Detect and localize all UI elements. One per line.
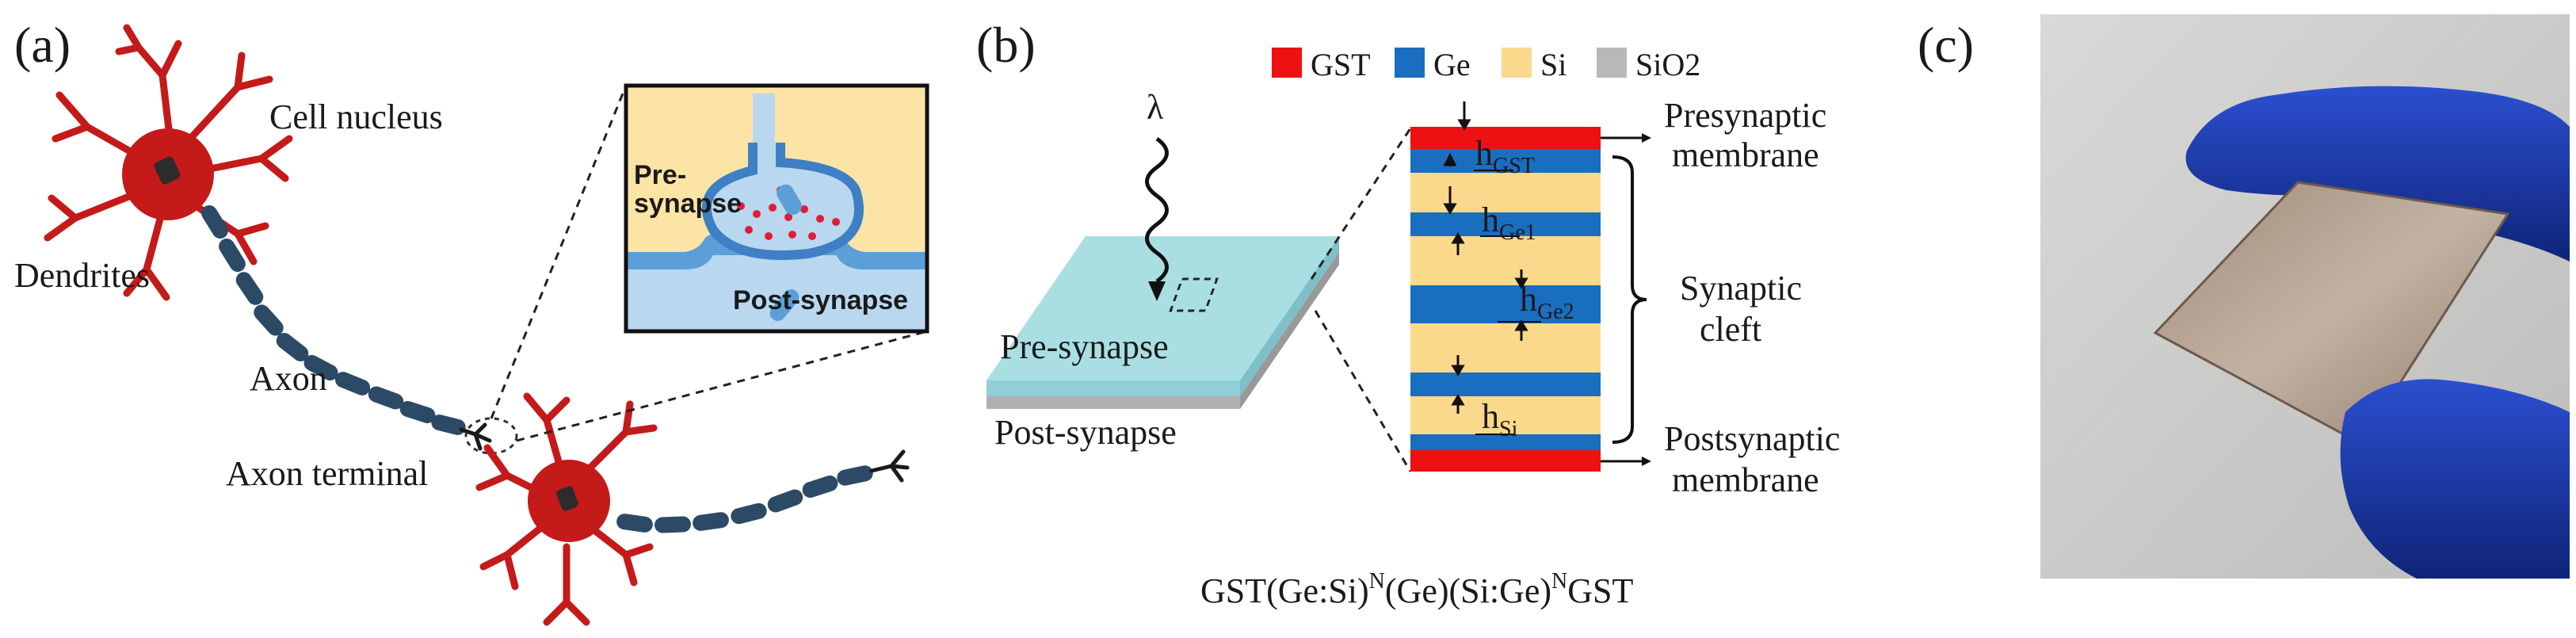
synapse-inset: Pre- synapse Post-synapse: [490, 83, 929, 442]
legend-label-si: Si: [1540, 47, 1567, 82]
panel-c: (c): [1918, 14, 2570, 579]
lower-glove: [2340, 379, 2570, 579]
slab-top: [987, 236, 1339, 380]
layer-ge-top: [1410, 149, 1601, 173]
zoom-region-marker: [1169, 277, 1219, 312]
axon-chain-lower: [616, 465, 873, 533]
legend-swatch-gst: [1272, 48, 1302, 78]
layer-gst-bottom: [1410, 450, 1601, 472]
legend-swatch-si: [1502, 48, 1532, 78]
presynaptic-label-1: Presynaptic: [1664, 96, 1826, 135]
inset-pre-label: Pre-: [634, 160, 686, 190]
synaptic-label-2: cleft: [1700, 310, 1761, 349]
panel-b: (b) GST Ge Si SiO2 λ Pre-synapse Post-sy…: [976, 17, 1840, 610]
axon-terminal-shape: [459, 422, 492, 451]
presynaptic-label-2: membrane: [1672, 136, 1819, 174]
light-arrowhead: [1148, 281, 1166, 301]
structure-formula: GST(Ge:Si)N(Ge)(Si:Ge)NGST: [1200, 569, 1634, 610]
h-si-label: hSi: [1482, 397, 1518, 441]
synapse-zoom-ring: [464, 417, 518, 455]
cell-nucleus-marker: [154, 156, 181, 185]
postsynaptic-label-1: Postsynaptic: [1664, 419, 1840, 458]
panel-b-letter: (b): [976, 17, 1036, 73]
synaptic-label-1: Synaptic: [1680, 269, 1802, 308]
cell-nucleus-label: Cell nucleus: [269, 97, 443, 136]
sample-wafer: [2153, 181, 2510, 445]
panel-c-letter: (c): [1918, 17, 1974, 73]
inset-frame: [624, 83, 929, 334]
legend-label-gst: GST: [1311, 47, 1371, 82]
legend-swatch-sio2: [1597, 48, 1627, 78]
axon-label: Axon: [250, 359, 327, 398]
upper-neuron-dendrites: [44, 24, 293, 301]
light-wave: [1145, 136, 1169, 284]
layer-ge-3: [1410, 372, 1601, 396]
legend: GST Ge Si SiO2: [1272, 47, 1700, 82]
slab-substrate: [987, 396, 1240, 409]
post-synapse-label: Post-synapse: [994, 413, 1177, 452]
legend-swatch-ge: [1395, 48, 1425, 78]
lower-neuron: [475, 392, 658, 626]
h-ge2-label: hGe2: [1520, 280, 1574, 324]
inset-pre-label-2: synapse: [634, 189, 742, 219]
lambda-label: λ: [1147, 88, 1164, 127]
inset-post-label: Post-synapse: [733, 285, 908, 315]
device-slab: [987, 236, 1339, 409]
legend-label-ge: Ge: [1433, 47, 1471, 82]
pre-synapse-label: Pre-synapse: [1000, 327, 1169, 366]
h-ge1-label: hGe1: [1482, 201, 1536, 245]
layer-ge-bottom: [1410, 434, 1601, 450]
h-gst-label: hGST: [1475, 134, 1535, 178]
postsynaptic-label-2: membrane: [1672, 460, 1819, 499]
panel-a-letter: (a): [14, 17, 71, 73]
upper-neuron: [44, 24, 293, 301]
layer-gst-top: [1410, 127, 1601, 149]
axon-chain-upper: [201, 204, 466, 435]
panel-a: (a): [14, 17, 929, 626]
membrane-annotations: Presynaptic membrane Synaptic cleft Post…: [1601, 96, 1840, 499]
legend-label-sio2: SiO2: [1635, 47, 1700, 82]
axon-terminal-label: Axon terminal: [226, 454, 428, 493]
layer-ge-1: [1410, 212, 1601, 236]
layer-ge-2: [1410, 285, 1601, 323]
layer-stack: hGST hGe1 hGe2 hSi: [1410, 101, 1601, 472]
dendrites-label: Dendrites: [14, 256, 150, 295]
cleft-brace: [1612, 155, 1647, 444]
